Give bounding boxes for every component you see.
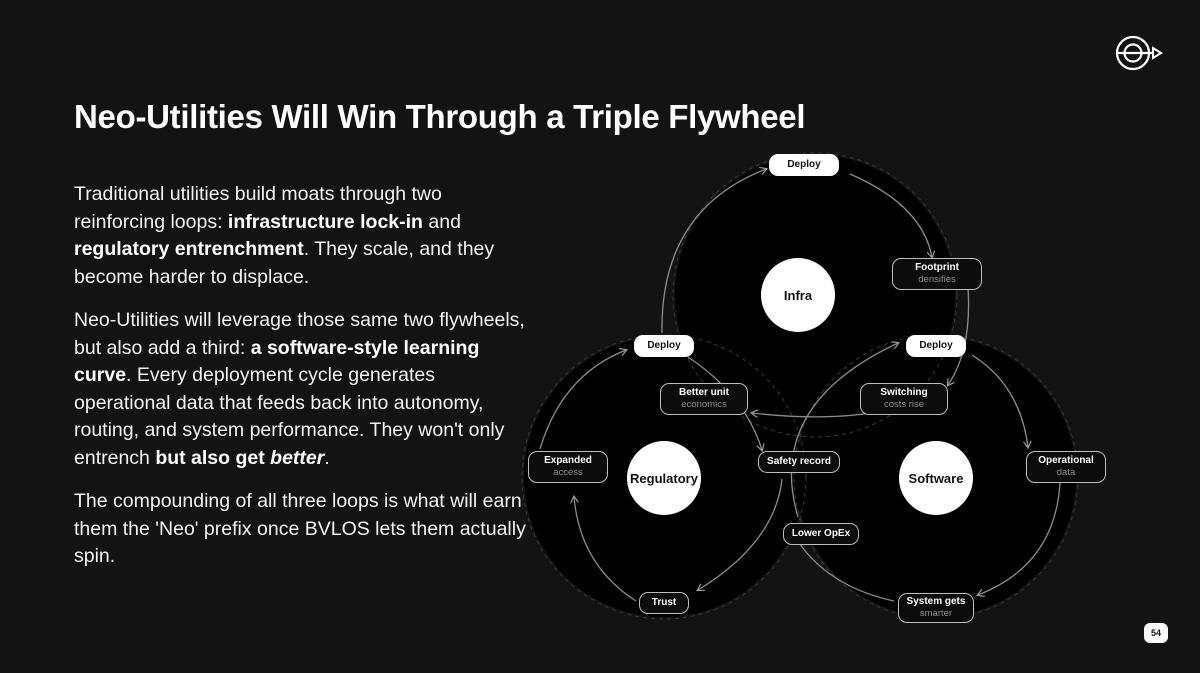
node-system-gets-smarter: System gets smarter xyxy=(898,593,974,623)
node-safety-record: Safety record xyxy=(758,451,840,473)
node-label: Trust xyxy=(651,597,677,608)
regulatory-hub: Regulatory xyxy=(627,441,701,515)
node-label: Footprint xyxy=(915,262,959,273)
node-expanded-access: Expanded access xyxy=(528,451,608,483)
node-label: Expanded xyxy=(544,455,592,466)
bold-text: regulatory entrenchment xyxy=(74,238,304,260)
infra-hub: Infra xyxy=(761,258,835,332)
software-hub: Software xyxy=(899,441,973,515)
flywheel-loops xyxy=(521,152,1079,620)
node-deploy-left: Deploy xyxy=(634,335,694,357)
text-run: and xyxy=(422,210,461,233)
software-loop-arrows xyxy=(790,343,1061,602)
node-trust: Trust xyxy=(639,592,689,614)
node-operational-data: Operational data xyxy=(1026,451,1106,483)
text-run: Neo-Utilities will leverage those same t… xyxy=(74,309,525,359)
node-deploy-right: Deploy xyxy=(906,335,966,357)
body-text: Traditional utilities build moats throug… xyxy=(74,181,534,587)
text-run: . They scale, and they become harder to … xyxy=(74,238,495,288)
text-run: . Every deployment cycle generates opera… xyxy=(74,364,505,469)
node-label: Switching xyxy=(880,387,928,398)
paragraph-1: Traditional utilities build moats throug… xyxy=(74,181,534,291)
node-label: Deploy xyxy=(647,340,681,351)
bold-text: but also get xyxy=(155,446,271,469)
node-sublabel: smarter xyxy=(919,608,953,619)
bold-text: a software-style learning curve xyxy=(74,336,480,387)
node-footprint-densifies: Footprint densifies xyxy=(892,258,982,290)
paragraph-2: Neo-Utilities will leverage those same t… xyxy=(74,307,534,472)
node-switching-costs-rise: Switching costs rise xyxy=(860,383,948,415)
node-sublabel: data xyxy=(1056,467,1076,478)
node-sublabel: costs rise xyxy=(883,399,925,410)
node-label: Deploy xyxy=(919,340,953,351)
bold-text: infrastructure lock-in xyxy=(227,210,423,233)
paragraph-3: The compounding of all three loops is wh… xyxy=(74,490,526,567)
regulatory-loop-arrows xyxy=(539,350,783,602)
node-sublabel: densifies xyxy=(918,274,956,285)
page-title: Neo-Utilities Will Win Through a Triple … xyxy=(74,98,806,135)
node-label: System gets xyxy=(906,596,966,607)
text-run: . xyxy=(324,446,330,469)
node-label: Deploy xyxy=(787,159,821,170)
node-label: Better unit xyxy=(679,387,729,398)
bold-italic-text: better xyxy=(270,446,325,469)
text-run: Traditional utilities build moats throug… xyxy=(74,183,442,233)
node-sublabel: economics xyxy=(681,399,727,410)
node-label: Safety record xyxy=(767,456,831,467)
flywheel-diagram: Infra Regulatory Software Deploy Footpri… xyxy=(520,145,1120,625)
node-label: Operational xyxy=(1038,455,1094,466)
node-label: Lower OpEx xyxy=(791,528,851,539)
target-arrow-icon xyxy=(1115,35,1163,71)
page-number: 54 xyxy=(1144,623,1168,643)
node-deploy-top: Deploy xyxy=(769,154,839,176)
node-better-unit-economics: Better unit economics xyxy=(660,383,748,415)
node-sublabel: access xyxy=(553,467,583,478)
node-lower-opex: Lower OpEx xyxy=(783,523,859,545)
